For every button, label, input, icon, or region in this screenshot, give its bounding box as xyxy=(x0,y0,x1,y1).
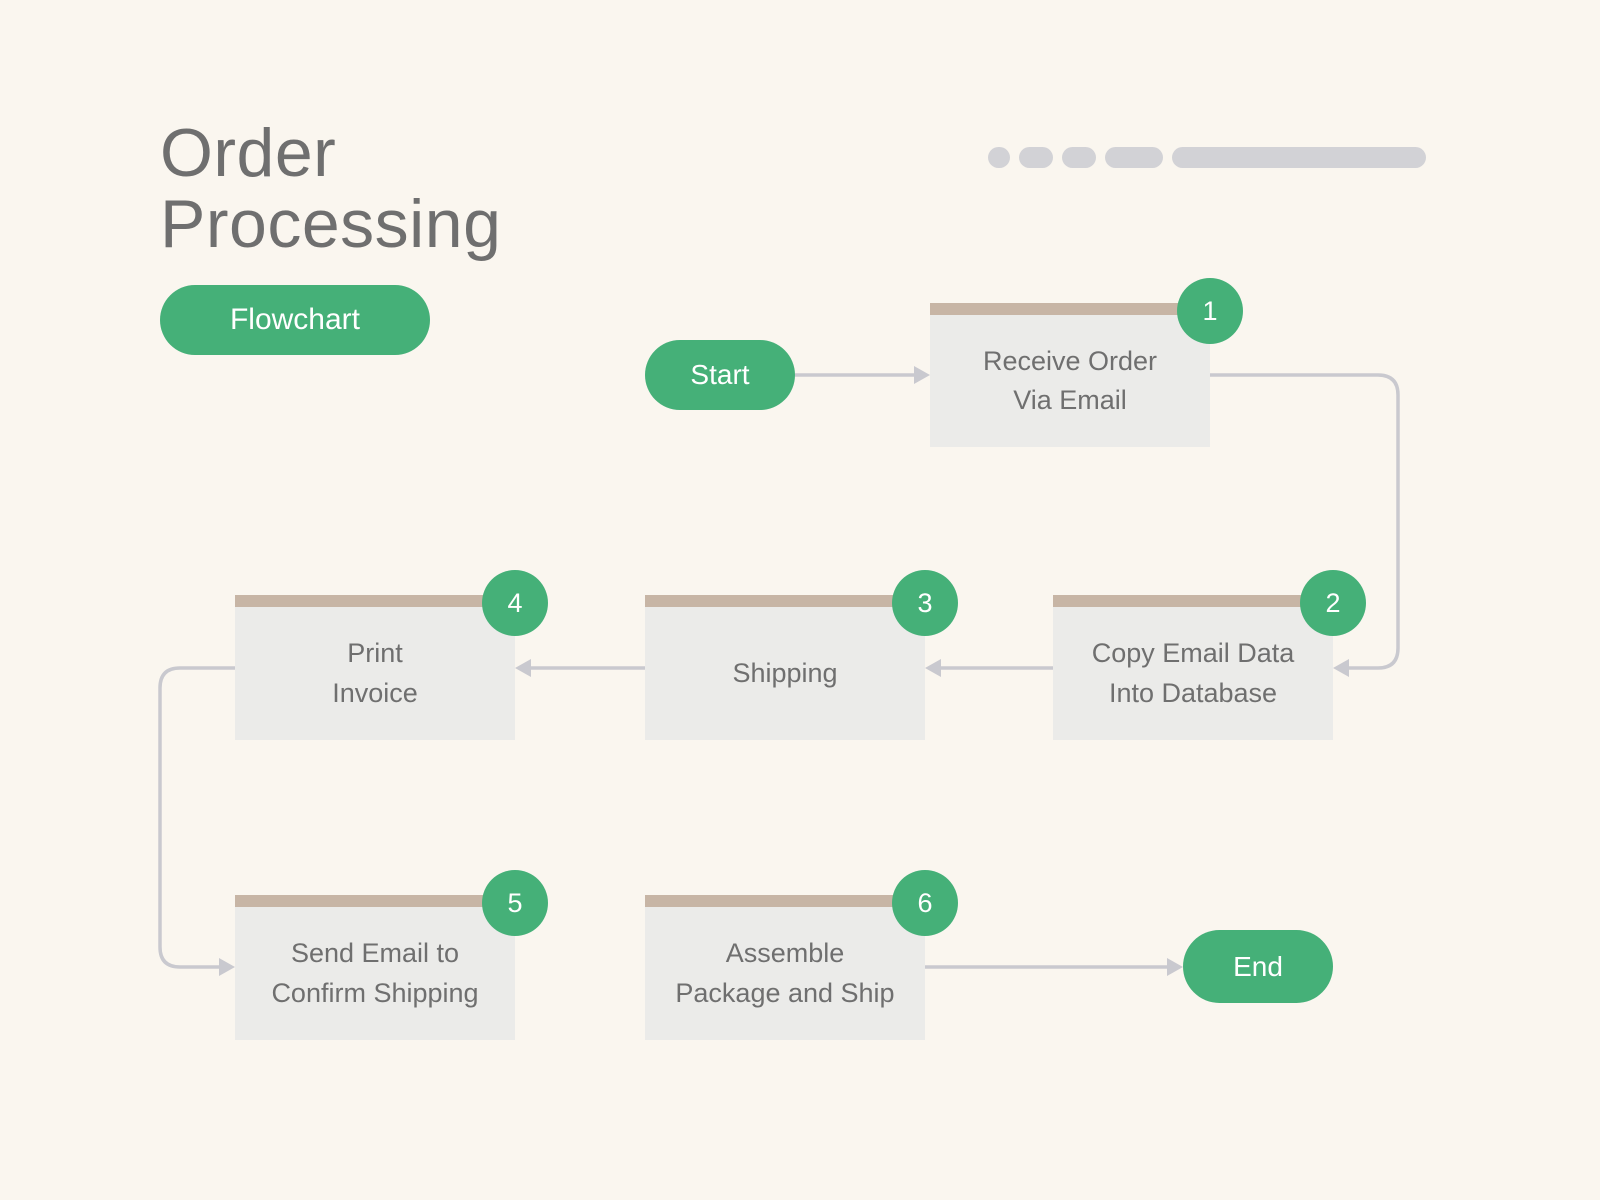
step-box-topbar xyxy=(645,595,925,607)
arrowhead-end xyxy=(1167,958,1183,976)
decorative-dash xyxy=(1062,147,1096,168)
connector-step4-to-step5 xyxy=(158,666,235,969)
page-title-line2: Processing xyxy=(160,185,502,262)
decorative-dash xyxy=(1105,147,1163,168)
flowchart-badge: Flowchart xyxy=(160,285,430,355)
step-box-shipping: 3 Shipping xyxy=(645,570,958,740)
arrowhead-step3 xyxy=(925,659,941,677)
step-number-badge: 4 xyxy=(482,570,548,636)
step-label: Print Invoice xyxy=(332,638,418,708)
step-label: Assemble Package and Ship xyxy=(675,938,895,1008)
step-box-print-invoice: 4 Print Invoice xyxy=(235,570,548,740)
step-box-assemble-package: 6 Assemble Package and Ship xyxy=(645,870,958,1040)
decorative-dot xyxy=(988,147,1010,168)
page-title: Order Processing xyxy=(160,118,501,259)
arrowhead-step1 xyxy=(914,366,930,384)
start-node: Start xyxy=(645,340,795,410)
step-label: Receive Order Via Email xyxy=(982,345,1158,415)
step-label: Send Email to Confirm Shipping xyxy=(271,938,479,1008)
step-box-topbar xyxy=(1053,595,1333,607)
decorative-bar xyxy=(1172,147,1426,168)
arrowhead-step4 xyxy=(515,659,531,677)
step-number-badge: 2 xyxy=(1300,570,1366,636)
step-number-badge: 1 xyxy=(1177,278,1243,344)
decorative-dashes xyxy=(988,147,1426,168)
step-label: Shipping xyxy=(732,657,838,688)
step-number-badge: 3 xyxy=(892,570,958,636)
step-number-badge: 6 xyxy=(892,870,958,936)
step-box-copy-email-data: 2 Copy Email Data Into Database xyxy=(1053,570,1366,740)
step-box-topbar xyxy=(235,895,515,907)
step-box-send-email-confirm: 5 Send Email to Confirm Shipping xyxy=(235,870,548,1040)
step-box-topbar xyxy=(645,895,925,907)
step-label: Copy Email Data Into Database xyxy=(1091,638,1295,708)
arrowhead-step5 xyxy=(219,958,235,976)
connector-step1-to-step2 xyxy=(1210,373,1400,670)
step-number-badge: 5 xyxy=(482,870,548,936)
end-node: End xyxy=(1183,930,1333,1003)
arrowhead-step2 xyxy=(1333,659,1349,677)
step-box-topbar xyxy=(235,595,515,607)
step-box-receive-order: 1 Receive Order Via Email xyxy=(930,278,1243,447)
decorative-dash xyxy=(1019,147,1053,168)
step-box-topbar xyxy=(930,303,1210,315)
page-title-line1: Order xyxy=(160,115,337,191)
